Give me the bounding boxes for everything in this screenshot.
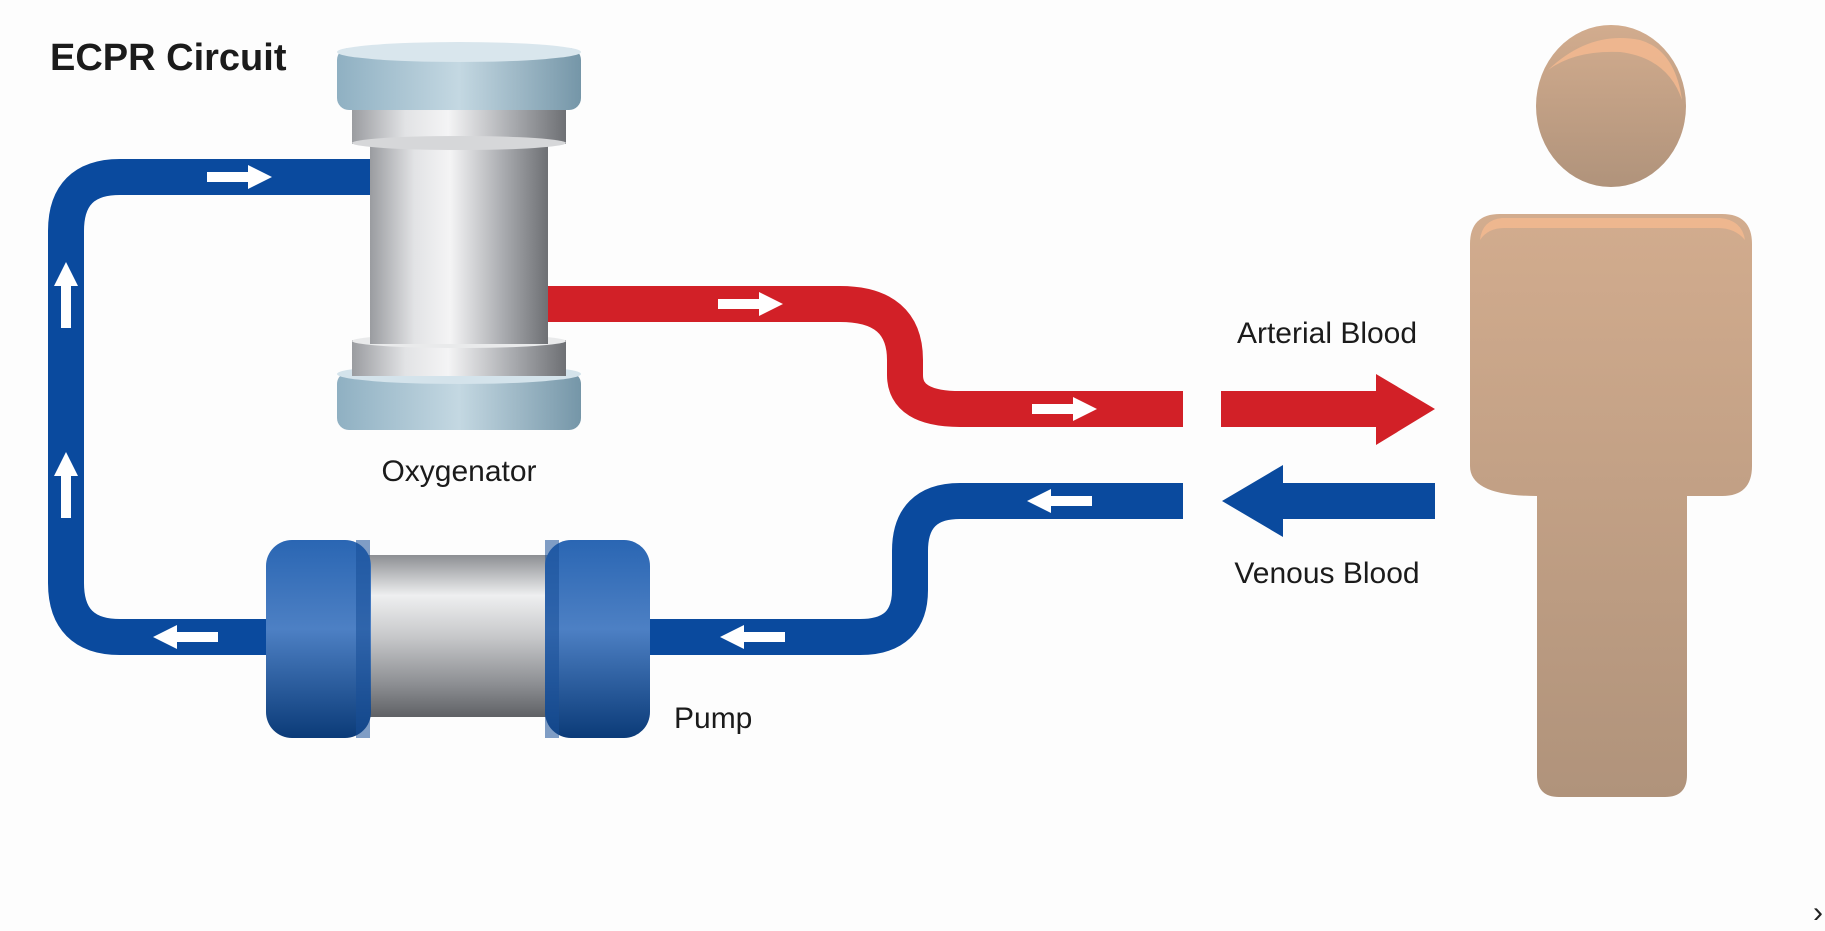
oxygenator: [337, 42, 581, 430]
arterial-tube: [540, 286, 1183, 427]
arrow-icon: [718, 292, 783, 316]
person-icon: [1470, 25, 1752, 797]
venous-arrow-icon: [1222, 465, 1435, 537]
arrow-icon: [1027, 489, 1092, 513]
arterial-blood-label: Arterial Blood: [1237, 317, 1417, 350]
arrow-icon: [720, 625, 785, 649]
arrow-icon: [207, 165, 272, 189]
venous-blood-label: Venous Blood: [1234, 557, 1419, 590]
flow-arrows: [54, 165, 1097, 649]
arrow-icon: [54, 452, 78, 518]
pump: [266, 540, 650, 738]
arrow-icon: [54, 262, 78, 328]
venous-drainage-tube: [640, 483, 1183, 655]
arrow-icon: [1032, 397, 1097, 421]
diagram-title: ECPR Circuit: [50, 37, 287, 79]
arterial-arrow-icon: [1221, 374, 1435, 445]
arrow-icon: [153, 625, 218, 649]
pump-label: Pump: [674, 702, 752, 735]
venous-loop-tube: [48, 159, 370, 655]
oxygenator-label: Oxygenator: [381, 455, 536, 488]
corner-chevron-icon: ›: [1813, 896, 1823, 929]
